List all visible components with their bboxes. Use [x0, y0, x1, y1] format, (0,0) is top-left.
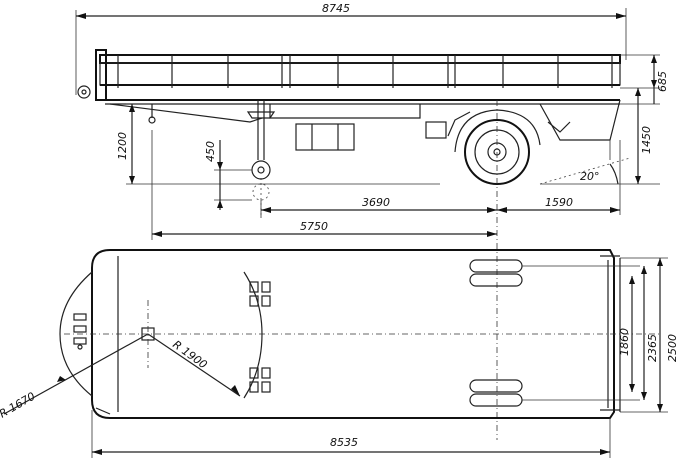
dim-coupling-height: 1200 [116, 132, 129, 160]
dim-inner-width: 2365 [646, 334, 659, 362]
dim-axle-to-rear: 1590 [545, 196, 573, 209]
dim-platform-height: 1450 [640, 126, 653, 154]
side-stakes [117, 55, 613, 88]
dim-body-length: 8535 [330, 436, 358, 449]
support-pads [249, 281, 271, 393]
dim-coupling-to-axle: 3690 [362, 196, 390, 209]
dim-track-width: 1860 [618, 328, 631, 356]
dim-approach-angle: 20° [580, 170, 600, 183]
coupling-gear [246, 100, 276, 215]
dim-swing-radius: R 1900 [170, 338, 209, 372]
dim-overall-width: 2500 [666, 334, 679, 362]
dim-front-to-axle: 5750 [300, 220, 328, 233]
dim-overall-length: 8745 [322, 2, 350, 15]
dim-coupling-drop: 450 [204, 141, 217, 162]
plan-view: R 1900 R 1670 2500 2365 1860 8535 [0, 249, 679, 458]
rear-wheel [447, 109, 541, 185]
dim-front-radius: R 1670 [0, 390, 37, 421]
dim-side-height: 685 [656, 71, 669, 92]
side-view: 8745 [75, 2, 669, 440]
front-brackets [73, 313, 87, 350]
plan-wheels [469, 259, 523, 407]
